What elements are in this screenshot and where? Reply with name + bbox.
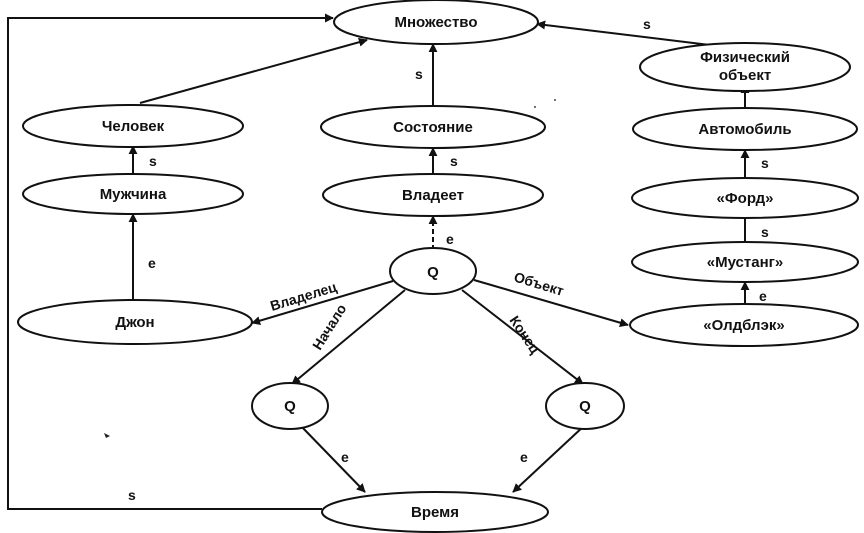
node-mustang-label: «Мустанг» bbox=[707, 254, 784, 271]
edge-q-qleft bbox=[291, 289, 406, 385]
edge-label-e-oldblek-mustang: e bbox=[759, 288, 767, 304]
node-mnozhestvo-label: Множество bbox=[395, 14, 478, 31]
edge-q-oldblek bbox=[473, 279, 629, 328]
node-avtomobil-shape bbox=[632, 107, 858, 151]
edge-qleft-vremya bbox=[299, 424, 366, 493]
node-mustang-shape bbox=[631, 241, 859, 283]
edge-label-e-q-vladeet: e bbox=[446, 231, 454, 247]
node-avtomobil-label: Автомобиль bbox=[698, 121, 791, 138]
node-dzhon: Джон bbox=[17, 299, 253, 345]
edge-label-s-ford-avtomobil: s bbox=[761, 155, 769, 171]
node-sostoyanie-shape bbox=[320, 105, 546, 149]
node-mustang: «Мустанг» bbox=[631, 241, 859, 283]
node-vladeet-label: Владеет bbox=[402, 187, 464, 204]
node-vremya-label: Время bbox=[411, 504, 459, 521]
node-oldblek: «Олдблэк» bbox=[629, 303, 859, 347]
node-dzhon-label: Джон bbox=[115, 314, 154, 331]
node-muzhchina-label: Мужчина bbox=[100, 186, 167, 203]
node-sostoyanie: Состояние bbox=[320, 105, 546, 149]
edge-label-nachalo: Начало bbox=[309, 301, 349, 353]
node-q-main-shape bbox=[389, 247, 477, 295]
node-oldblek-shape bbox=[629, 303, 859, 347]
node-chelovek: Человек bbox=[22, 104, 244, 148]
node-fizicheskiy-obekt-label-line2: объект bbox=[719, 67, 771, 84]
node-q-left: Q bbox=[251, 382, 329, 430]
node-q-right-shape bbox=[545, 382, 625, 430]
node-muzhchina: Мужчина bbox=[22, 173, 244, 215]
node-dzhon-shape bbox=[17, 299, 253, 345]
edge-label-s-fizobekt-mnozhestvo: s bbox=[643, 16, 651, 32]
edges bbox=[7, 13, 750, 510]
node-fizicheskiy-obekt: Физический объект bbox=[639, 42, 851, 92]
node-q-main-label: Q bbox=[427, 264, 439, 281]
edge-q-qright bbox=[461, 289, 584, 385]
node-mnozhestvo: Множество bbox=[333, 0, 539, 45]
scan-marks bbox=[104, 99, 556, 438]
edge-qright-vremya bbox=[512, 424, 586, 493]
node-vladeet-shape bbox=[322, 173, 544, 217]
edge-label-konets: Конец bbox=[507, 313, 544, 357]
node-vladeet: Владеет bbox=[322, 173, 544, 217]
edge-label-s-vladeet-sostoyanie: s bbox=[450, 153, 458, 169]
edge-chelovek-mnozhestvo bbox=[139, 37, 368, 104]
node-q-right-label: Q bbox=[579, 398, 591, 415]
node-muzhchina-shape bbox=[22, 173, 244, 215]
node-q-right: Q bbox=[545, 382, 625, 430]
edge-label-s-muzhchina-chelovek: s bbox=[149, 153, 157, 169]
edge-label-s-mustang-ford: s bbox=[761, 224, 769, 240]
node-q-left-label: Q bbox=[284, 398, 296, 415]
node-mnozhestvo-shape bbox=[333, 0, 539, 45]
node-ford: «Форд» bbox=[631, 177, 859, 219]
node-chelovek-shape bbox=[22, 104, 244, 148]
edge-label-e-qleft-vremya: e bbox=[341, 449, 349, 465]
node-oldblek-label: «Олдблэк» bbox=[703, 317, 784, 334]
node-avtomobil: Автомобиль bbox=[632, 107, 858, 151]
node-q-main: Q bbox=[389, 247, 477, 295]
node-fizicheskiy-obekt-label-line1: Физический bbox=[700, 49, 790, 66]
node-vremya-shape bbox=[321, 491, 549, 533]
edge-vremya-mnozhestvo bbox=[7, 13, 334, 510]
edge-label-e-dzhon-muzhchina: e bbox=[148, 255, 156, 271]
node-chelovek-label: Человек bbox=[102, 118, 165, 135]
edge-label-s-sostoyanie-mnozhestvo: s bbox=[415, 66, 423, 82]
scan-dot bbox=[554, 99, 556, 101]
edge-fizobekt-mnozhestvo bbox=[536, 20, 719, 47]
scan-dot bbox=[534, 106, 536, 108]
node-q-left-shape bbox=[251, 382, 329, 430]
node-ford-label: «Форд» bbox=[717, 190, 774, 207]
edge-q-dzhon bbox=[251, 280, 394, 326]
node-vremya: Время bbox=[321, 491, 549, 533]
node-ford-shape bbox=[631, 177, 859, 219]
node-sostoyanie-label: Состояние bbox=[393, 119, 473, 136]
scan-mark bbox=[104, 433, 110, 438]
node-fizicheskiy-obekt-shape bbox=[639, 42, 851, 92]
edge-label-e-qright-vremya: e bbox=[520, 449, 528, 465]
edge-label-s-vremya-mnozhestvo: s bbox=[128, 487, 136, 503]
